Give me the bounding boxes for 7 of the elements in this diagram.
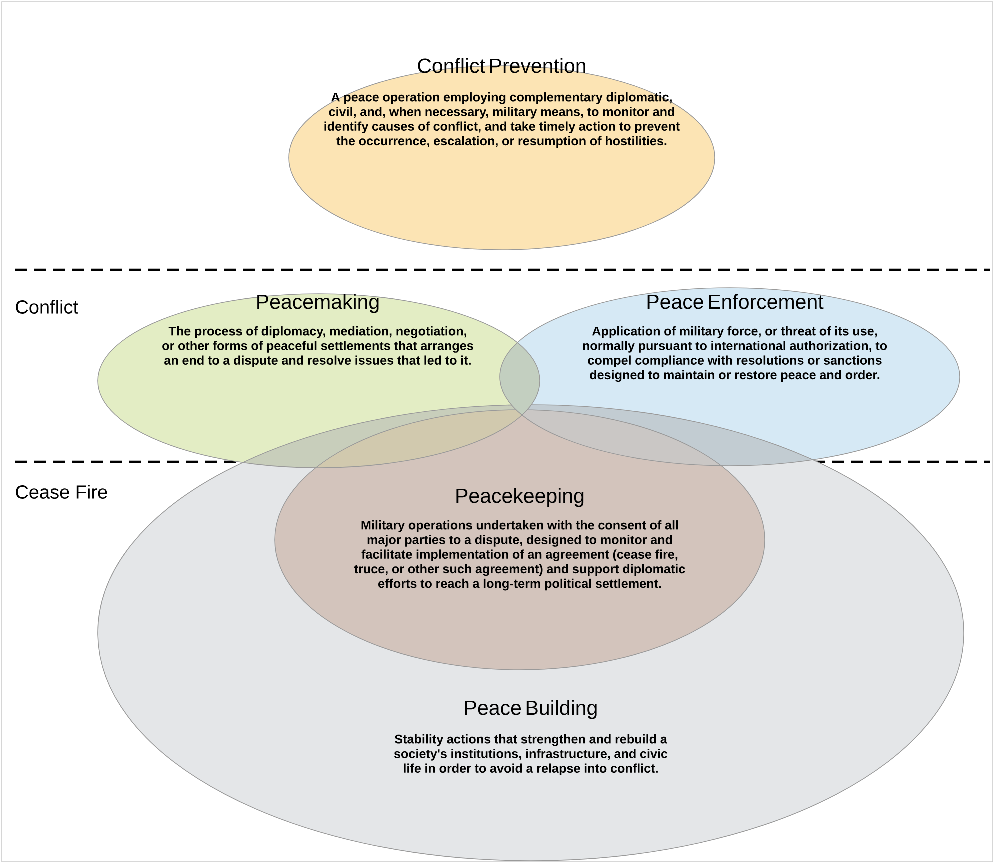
region-label: Conflict <box>16 300 78 314</box>
node-label: Application of military force, or threat of its use, normally pursuant to international authorization, to compel compliance with resolutions or sanctions designed to maintain or restore peace and order. <box>583 326 888 382</box>
node-label: Peace Enforcement <box>648 294 824 310</box>
node-label: The process of diplomacy, mediation, negotiation, or other forms of peaceful settlements that arranges an end to a dispute and resolve issues that led to it. <box>162 326 474 368</box>
oval-region: Peacemaking The process of diplomacy, mediation, negotiation, or other forms of peaceful settlements that arranges an end to a dispute and resolve issues that led to it. <box>98 294 540 468</box>
node-label: Peacemaking <box>258 294 379 314</box>
oval-region: Conflict Prevention A peace operation employing complementary diplomatic, civil, and, when necessary, military means, to monitor and identify causes of conflict, and take timely action to prevent the occurrence, escalation, or resumption of hostilities. <box>288 58 716 250</box>
